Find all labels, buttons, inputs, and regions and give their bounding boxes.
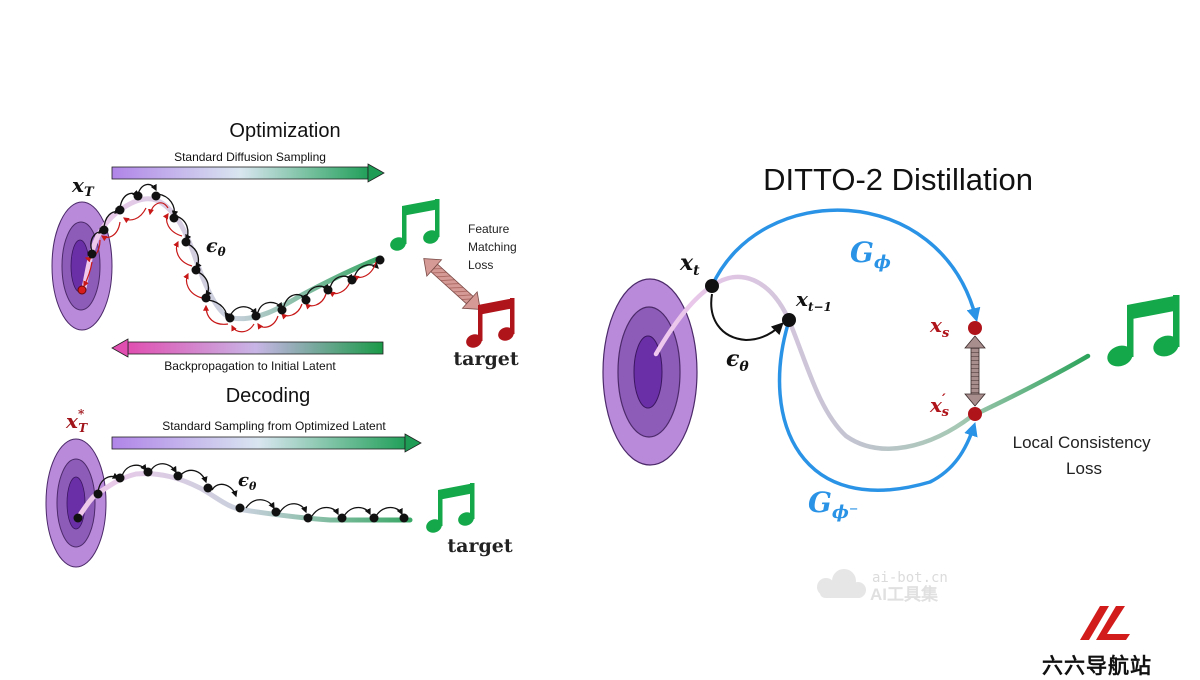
ditto2-trajectory [653, 274, 1091, 451]
G-phi-label: Gϕ [850, 236, 891, 273]
svg-text:ai-bot.cn: ai-bot.cn [872, 570, 948, 586]
site-watermark: ai-bot.cn AI工具集 [817, 569, 948, 604]
music-note-icon [390, 199, 440, 251]
output-music-note-icon [1107, 295, 1180, 367]
x-t-point [705, 279, 719, 293]
x-s-prime-point [968, 407, 982, 421]
eps-step-arrow [710, 293, 784, 342]
optimization-section: Optimization Standard Diffusion Sampling… [51, 120, 520, 373]
G-phi-minus-arrow [777, 323, 978, 492]
logo-mark-icon [1080, 606, 1130, 640]
decoding-section: Decoding Standard Sampling from Optimize… [45, 385, 513, 568]
G-phi-arrow [710, 208, 981, 323]
latent-distribution-optimization [51, 201, 113, 331]
eps-theta-label: ϵθ [206, 235, 226, 259]
latent-distribution-decoding [45, 438, 107, 568]
ditto2-title: DITTO-2 Distillation [763, 162, 1033, 197]
forward-sampling-arrow [111, 163, 385, 183]
svg-text:AI工具集: AI工具集 [870, 584, 939, 604]
decoding-step-arrows [97, 463, 403, 517]
x-s-prime-label: x′s [929, 392, 950, 420]
local-consistency-arrow [964, 335, 986, 407]
decoding-title: Decoding [226, 385, 311, 407]
target-music-note-icon [466, 298, 515, 348]
chat-bubble-icon [817, 569, 866, 598]
optimization-title: Optimization [229, 120, 340, 142]
optimization-trajectory [81, 196, 383, 322]
x-T-label: xT [71, 173, 95, 200]
ditto2-section: DITTO-2 Distillation xt [602, 162, 1180, 523]
latent-distribution-ditto [602, 278, 698, 466]
decode-target-label: target [447, 535, 512, 557]
decoded-music-note-icon [426, 483, 475, 533]
local-consistency-loss-label: Local Consistency Loss [1013, 433, 1156, 478]
x-t-label: xt [679, 250, 700, 279]
decode-eps-theta-label: ϵθ [238, 470, 257, 493]
standard-sampling-label: Standard Diffusion Sampling [174, 150, 326, 164]
backward-gradient-arrows [83, 202, 377, 333]
G-phi-minus-label: Gϕ⁻ [808, 486, 858, 523]
logo-text: 六六导航站 [1042, 654, 1152, 678]
optimized-sampling-label: Standard Sampling from Optimized Latent [162, 419, 386, 433]
decoding-forward-arrow [111, 433, 422, 453]
x-s-point [968, 321, 982, 335]
x-s-label: xs [929, 313, 950, 341]
eps-theta-right-label: ϵθ [726, 346, 749, 375]
x-t-minus-1-label: xt−1 [795, 287, 832, 314]
optimization-trajectory-points [77, 191, 385, 323]
backprop-label: Backpropagation to Initial Latent [164, 359, 336, 373]
backprop-arrow [111, 338, 384, 358]
feature-matching-arrow [423, 258, 481, 310]
decoding-trajectory-points [73, 467, 409, 523]
x-t-minus-1-point [782, 313, 796, 327]
target-label: target [453, 348, 518, 370]
feature-matching-loss-label: Feature Matching Loss [468, 222, 520, 272]
x-T-star-label: x*T [65, 407, 88, 435]
